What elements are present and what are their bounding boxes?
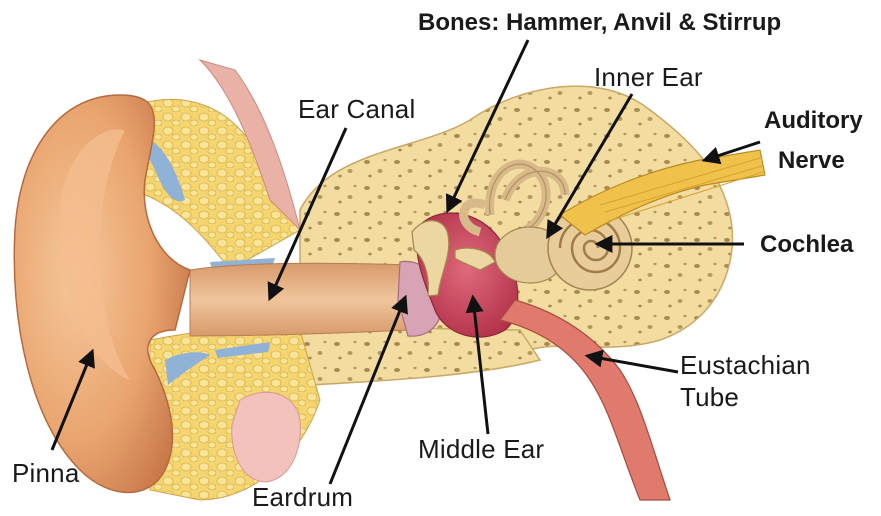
- lower-bone: [300, 328, 540, 385]
- eardrum-label: Eardrum: [252, 484, 353, 511]
- auditory-nerve-label-line2: Nerve: [778, 148, 845, 173]
- bones-label: Bones: Hammer, Anvil & Stirrup: [418, 10, 781, 35]
- eustachian-label-line2: Tube: [680, 384, 739, 411]
- auditory-nerve-label-line1: Auditory: [764, 108, 863, 133]
- cochlea-label: Cochlea: [760, 232, 853, 257]
- middle-ear-label: Middle Ear: [418, 436, 544, 463]
- ear-canal-shape: [190, 263, 420, 336]
- parotid-gland: [232, 392, 301, 482]
- ear-canal-label: Ear Canal: [298, 96, 415, 123]
- pinna-label: Pinna: [12, 460, 80, 487]
- inner-ear-label: Inner Ear: [594, 64, 703, 91]
- eustachian-label-line1: Eustachian: [680, 352, 811, 379]
